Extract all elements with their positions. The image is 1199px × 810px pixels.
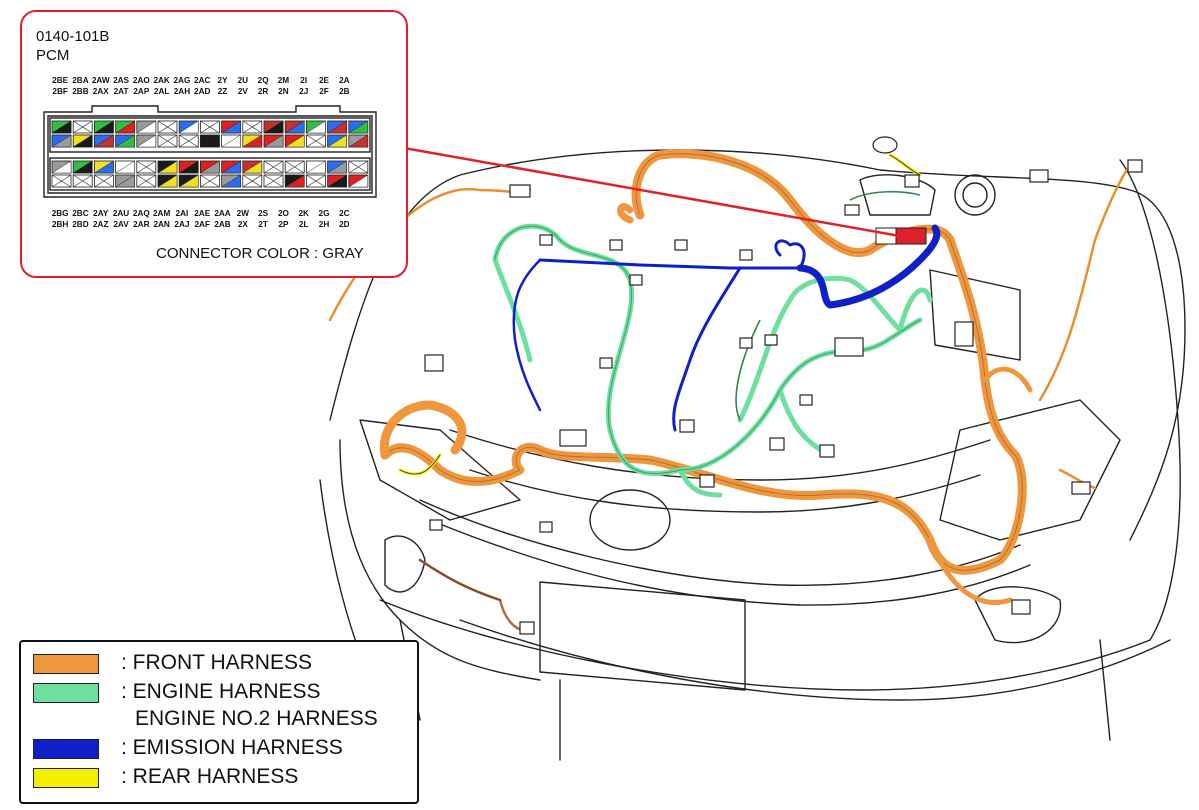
fender-right bbox=[1119, 159, 1181, 641]
pin-label: 2X bbox=[237, 220, 248, 229]
pin-label: 2AB bbox=[214, 220, 231, 229]
strut-cap bbox=[954, 174, 996, 216]
pin-label: 2AL bbox=[153, 87, 170, 96]
pin-label: 2AW bbox=[91, 76, 110, 85]
headlight-right bbox=[939, 399, 1121, 541]
pin-label: 2AN bbox=[153, 220, 170, 229]
pin-label: 2AR bbox=[133, 220, 150, 229]
connector-name: PCM bbox=[36, 47, 70, 64]
harness-legend: : FRONT HARNESS : ENGINE HARNESS ENGINE … bbox=[19, 640, 419, 804]
rear-harness-wiring bbox=[398, 153, 922, 476]
headlight-left bbox=[359, 419, 521, 521]
pin-label: 2P bbox=[278, 220, 289, 229]
pin-label: 2I bbox=[300, 76, 308, 85]
pin-label: 2Q bbox=[257, 76, 269, 85]
license-plate bbox=[539, 581, 746, 691]
pin-label: 2AX bbox=[92, 87, 109, 96]
connector-id: 0140-101B bbox=[36, 28, 110, 45]
legend-label-front: : FRONT HARNESS bbox=[121, 651, 312, 674]
pin-label: 2D bbox=[339, 220, 350, 229]
pin-label: 2BG bbox=[51, 209, 69, 218]
pin-label: 2AU bbox=[112, 209, 130, 218]
pin-label: 2O bbox=[277, 209, 289, 218]
pin-label: 2N bbox=[278, 87, 289, 96]
pin-label: 2AO bbox=[132, 76, 150, 85]
fog-light-right bbox=[974, 586, 1062, 644]
pin-label: 2L bbox=[298, 220, 309, 229]
bumper-lower bbox=[459, 619, 1171, 701]
legend-swatch-engine bbox=[33, 683, 99, 703]
pin-label: 2BD bbox=[72, 220, 89, 229]
pin-label: 2W bbox=[236, 209, 249, 218]
pin-label: 2B bbox=[339, 87, 350, 96]
legend-label-engine: : ENGINE HARNESS bbox=[121, 680, 321, 703]
pcm-location-highlight bbox=[895, 227, 927, 245]
pin-label: 2H bbox=[318, 220, 330, 229]
legend-swatch-emission bbox=[33, 739, 99, 759]
pin-label: 2E bbox=[319, 76, 330, 85]
pin-label: 2AK bbox=[153, 76, 170, 85]
bumper-outline bbox=[379, 599, 1151, 691]
pin-label: 2M bbox=[277, 76, 290, 85]
pin-label: 2Z bbox=[217, 87, 228, 96]
legend-label-rear: : REAR HARNESS bbox=[121, 765, 299, 788]
emblem bbox=[589, 489, 671, 551]
legend-label-emission: : EMISSION HARNESS bbox=[121, 736, 343, 759]
pin-label: 2AM bbox=[152, 209, 171, 218]
pin-label: 2AH bbox=[173, 87, 191, 96]
pin-label: 2V bbox=[237, 87, 248, 96]
pin-label: 2Y bbox=[217, 76, 228, 85]
pin-label: 2BH bbox=[51, 220, 69, 229]
pcm-connector-face bbox=[43, 105, 377, 198]
legend-swatch-front bbox=[33, 654, 99, 674]
hood-outline bbox=[329, 149, 1186, 541]
battery-box bbox=[929, 269, 1021, 361]
pin-label: 2C bbox=[339, 209, 350, 218]
callout-leader-line bbox=[403, 146, 901, 238]
pin-label: 2K bbox=[298, 209, 309, 218]
pin-label: 2AG bbox=[173, 76, 191, 85]
pin-label: 2AV bbox=[113, 220, 129, 229]
pin-label: 2AT bbox=[113, 87, 129, 96]
pin-label: 2AJ bbox=[174, 220, 190, 229]
pin-label: 2BA bbox=[72, 76, 89, 85]
pin-label: 2AI bbox=[175, 209, 189, 218]
pin-label: 2AQ bbox=[132, 209, 150, 218]
pin-label: 2A bbox=[339, 76, 350, 85]
pin-label: 2AE bbox=[194, 209, 211, 218]
pin-label: 2BE bbox=[52, 76, 69, 85]
emission-harness-wiring bbox=[512, 224, 941, 432]
pin-label: 2R bbox=[257, 87, 269, 96]
pin-label: 2BB bbox=[72, 87, 89, 96]
pin-label: 2F bbox=[319, 87, 329, 96]
pin-label: 2AP bbox=[133, 87, 150, 96]
pin-label: 2AF bbox=[194, 220, 210, 229]
pin-label: 2S bbox=[258, 209, 269, 218]
pin-label: 2BF bbox=[52, 87, 68, 96]
pin-label: 2AC bbox=[194, 76, 211, 85]
pin-label: 2T bbox=[258, 220, 268, 229]
legend-swatch-rear bbox=[33, 768, 99, 788]
radiator-support bbox=[449, 429, 991, 481]
pin-label: 2AD bbox=[194, 87, 211, 96]
pin-label: 2AS bbox=[113, 76, 129, 85]
front-harness-wiring bbox=[328, 149, 1132, 632]
pin-label: 2AA bbox=[214, 209, 231, 218]
pin-label: 2BC bbox=[72, 209, 89, 218]
fog-light-left bbox=[384, 535, 426, 593]
pin-label: 2AZ bbox=[93, 220, 109, 229]
pin-label: 2AY bbox=[93, 209, 109, 218]
harness-connectors bbox=[424, 159, 1143, 635]
pin-label: 2J bbox=[299, 87, 309, 96]
pin-label: 2G bbox=[318, 209, 330, 218]
legend-label-engine-no2: ENGINE NO.2 HARNESS bbox=[135, 707, 378, 730]
connector-color-note: CONNECTOR COLOR : GRAY bbox=[156, 245, 364, 262]
pin-label: 2U bbox=[237, 76, 249, 85]
